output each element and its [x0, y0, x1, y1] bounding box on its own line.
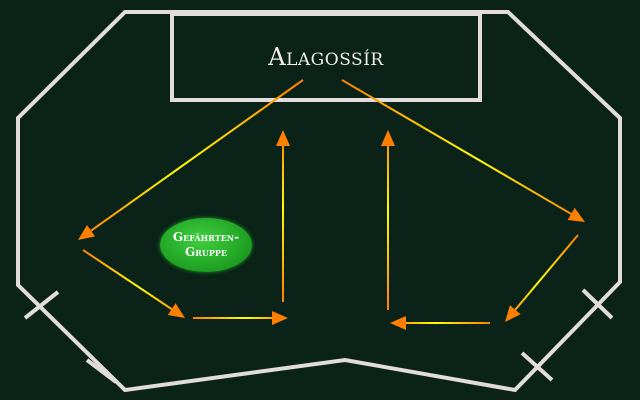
- arrow-line: [82, 249, 173, 310]
- arrow-head-icon: [78, 225, 96, 240]
- arrow-head-icon: [272, 311, 288, 325]
- arrow-head-icon: [505, 305, 521, 322]
- title-box: [170, 12, 482, 102]
- location-title: Alagossír: [268, 43, 384, 71]
- group-badge: Gefährten- Gruppe: [160, 218, 252, 272]
- arrow-head-icon: [390, 316, 406, 330]
- arrow-line: [341, 79, 572, 215]
- arrow-head-icon: [276, 130, 290, 146]
- corner-mark: [581, 288, 614, 320]
- arrow-head-icon: [167, 303, 185, 318]
- arrow-line: [90, 79, 304, 232]
- corner-marks: [23, 288, 614, 384]
- corner-mark: [23, 290, 60, 320]
- arrow-head-icon: [567, 207, 585, 222]
- group-badge-line1: Gefährten-: [172, 230, 240, 244]
- movement-arrows: [78, 79, 585, 330]
- arena-outline: [16, 10, 622, 393]
- arrow-head-icon: [381, 130, 395, 146]
- corner-mark: [520, 351, 554, 382]
- corner-mark: [85, 358, 118, 384]
- arrow-line: [514, 234, 579, 311]
- group-badge-line2: Gruppe: [184, 245, 227, 259]
